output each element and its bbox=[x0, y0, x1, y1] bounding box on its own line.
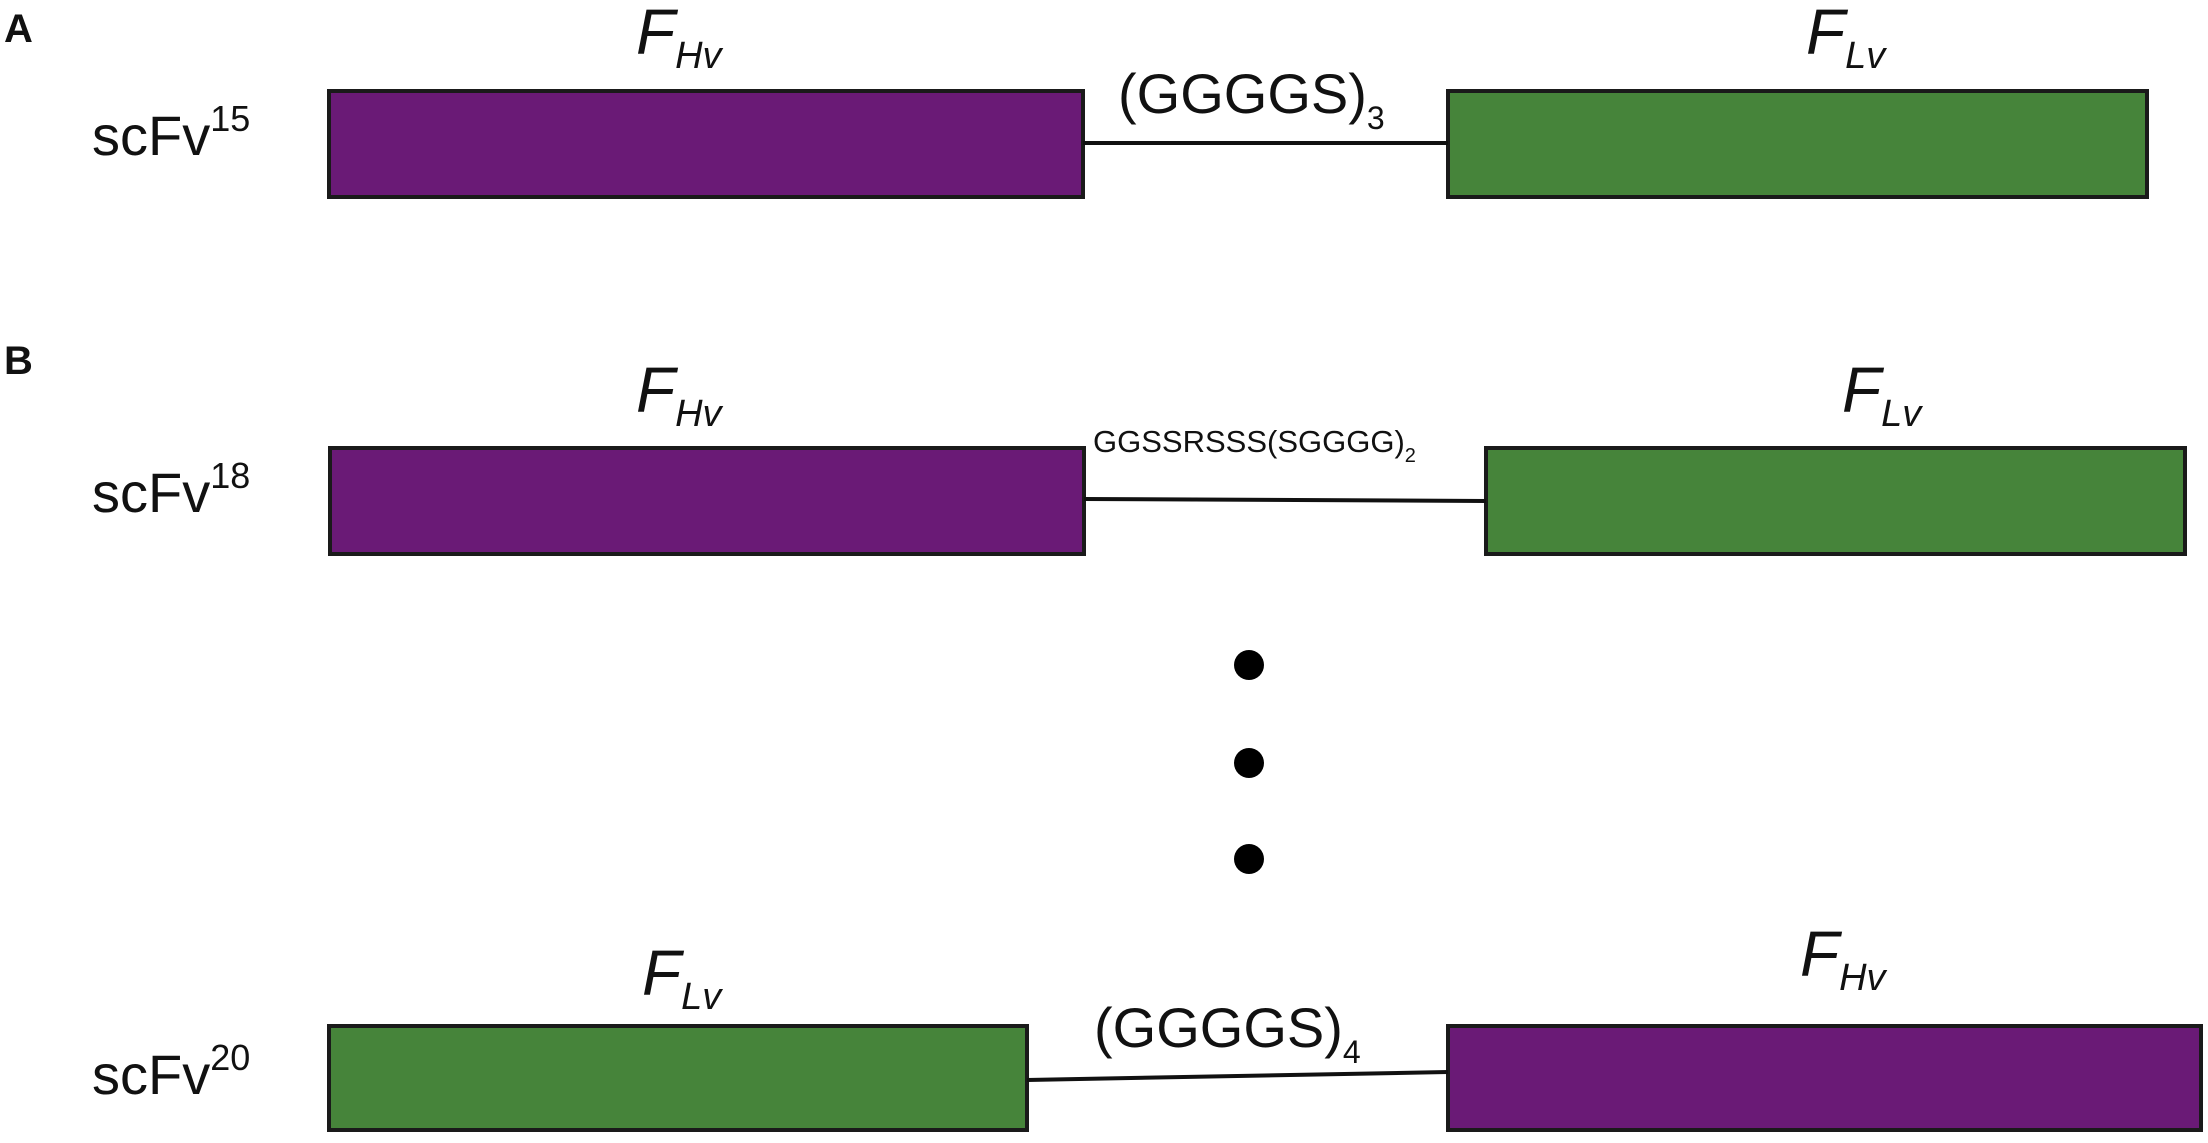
linker-repeat-count: 2 bbox=[1405, 445, 1416, 467]
construct-superscript: 15 bbox=[210, 98, 250, 139]
construct-superscript: 18 bbox=[210, 455, 250, 496]
linker-repeat-count: 3 bbox=[1367, 100, 1385, 136]
construct-superscript: 20 bbox=[210, 1037, 250, 1078]
linker-sequence: (GGGGS) bbox=[1118, 62, 1367, 125]
panel-letter-b: B bbox=[4, 339, 33, 383]
domain-subscript: Lv bbox=[1881, 393, 1923, 435]
construct-base: scFv bbox=[92, 104, 210, 167]
domain-label-heavy: FHv bbox=[636, 0, 724, 77]
domain-label-light: FLv bbox=[642, 937, 723, 1018]
heavy-chain-domain-box bbox=[328, 446, 1086, 556]
ellipsis-dot bbox=[1234, 748, 1264, 778]
linker-sequence: (GGGGS) bbox=[1094, 996, 1343, 1059]
heavy-chain-domain-box bbox=[327, 89, 1085, 199]
panel-letter-a: A bbox=[4, 7, 33, 51]
heavy-chain-domain-box bbox=[1446, 1024, 2203, 1132]
construct-label-scfv20: scFv20 bbox=[92, 1037, 250, 1106]
domain-letter: F bbox=[636, 354, 679, 426]
construct-label-scfv18: scFv18 bbox=[92, 455, 250, 524]
domain-label-heavy: FHv bbox=[636, 354, 724, 435]
ellipsis-dot bbox=[1234, 844, 1264, 874]
light-chain-domain-box bbox=[1484, 446, 2187, 556]
domain-letter: F bbox=[1842, 354, 1885, 426]
linker-sequence: GGSSRSSS(SGGGG) bbox=[1093, 424, 1405, 459]
domain-letter: F bbox=[636, 0, 679, 68]
linker-label: (GGGGS)4 bbox=[1094, 996, 1361, 1070]
ellipsis-dot bbox=[1234, 650, 1264, 680]
domain-subscript: Lv bbox=[1845, 35, 1887, 77]
domain-subscript: Lv bbox=[681, 976, 723, 1018]
domain-letter: F bbox=[1800, 918, 1843, 990]
domain-subscript: Hv bbox=[675, 393, 723, 435]
domain-subscript: Hv bbox=[675, 35, 723, 77]
light-chain-domain-box bbox=[327, 1024, 1029, 1132]
construct-base: scFv bbox=[92, 1043, 210, 1106]
linker-repeat-count: 4 bbox=[1343, 1034, 1361, 1070]
peptide-linker-line bbox=[1083, 497, 1487, 503]
construct-label-scfv15: scFv15 bbox=[92, 98, 250, 167]
domain-subscript: Hv bbox=[1839, 957, 1887, 999]
domain-letter: F bbox=[1806, 0, 1849, 68]
domain-label-heavy: FHv bbox=[1800, 918, 1888, 999]
domain-label-light: FLv bbox=[1842, 354, 1923, 435]
panel-b-scfv20: scFv20 (GGGGS)4 FLv FHv bbox=[92, 918, 2203, 1132]
vertical-ellipsis-icon bbox=[1234, 650, 1264, 874]
linker-label: (GGGGS)3 bbox=[1118, 62, 1385, 136]
panel-b: B scFv18 GGSSRSSS(SGGGG)2 FHv FLv bbox=[4, 339, 2187, 556]
domain-label-light: FLv bbox=[1806, 0, 1887, 77]
light-chain-domain-box bbox=[1446, 89, 2149, 199]
domain-letter: F bbox=[642, 937, 685, 1009]
construct-base: scFv bbox=[92, 461, 210, 524]
panel-a: A scFv15 (GGGGS)3 FHv FLv bbox=[4, 0, 2149, 199]
linker-label: GGSSRSSS(SGGGG)2 bbox=[1093, 424, 1416, 467]
peptide-linker-line bbox=[1026, 1070, 1449, 1082]
